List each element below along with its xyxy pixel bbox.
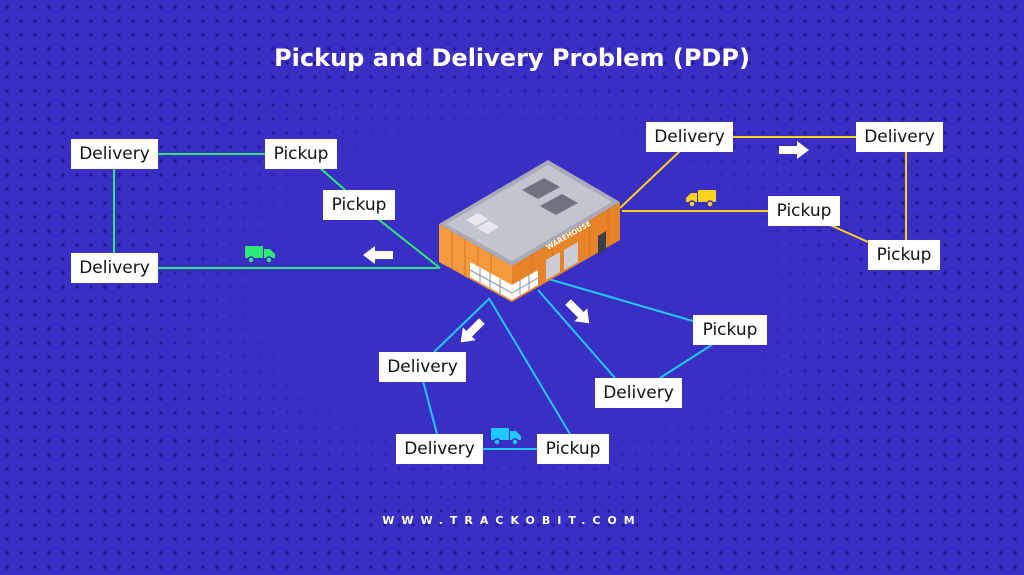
node-delivery: Delivery <box>595 378 682 408</box>
route-edge <box>422 380 438 435</box>
node-delivery: Delivery <box>379 352 466 382</box>
route-edge <box>659 343 714 379</box>
node-pickup: Pickup <box>693 315 767 345</box>
node-pickup: Pickup <box>323 190 395 220</box>
node-delivery: Delivery <box>856 122 943 152</box>
node-delivery: Delivery <box>646 122 733 152</box>
footer-website: WWW.TRACKOBIT.COM <box>382 514 642 527</box>
truck-icon <box>491 428 521 446</box>
route-edge <box>433 297 491 353</box>
node-delivery: Delivery <box>71 139 158 169</box>
node-delivery: Delivery <box>396 434 483 464</box>
green-route <box>113 153 441 269</box>
route-edge <box>829 224 869 243</box>
arrow-right-icon <box>779 141 809 159</box>
page-title: Pickup and Delivery Problem (PDP) <box>274 44 750 72</box>
truck-icon <box>686 190 716 208</box>
arrow-left-icon <box>363 246 393 264</box>
yellow-route <box>619 136 907 243</box>
node-pickup: Pickup <box>265 139 337 169</box>
node-delivery: Delivery <box>71 253 158 283</box>
arrow-down-right-icon <box>565 299 590 324</box>
node-pickup: Pickup <box>537 434 609 464</box>
route-edge <box>319 167 346 191</box>
node-pickup: Pickup <box>768 196 840 226</box>
node-pickup: Pickup <box>868 240 940 270</box>
warehouse-building: WAREHOUSE <box>439 160 620 302</box>
route-edge <box>489 299 571 435</box>
arrow-down-left-icon <box>460 318 485 343</box>
blue-route <box>422 277 714 450</box>
route-edge <box>537 289 616 379</box>
route-edge <box>377 218 441 269</box>
route-edge <box>619 150 681 209</box>
route-edge <box>544 277 694 322</box>
truck-icon <box>245 246 275 264</box>
